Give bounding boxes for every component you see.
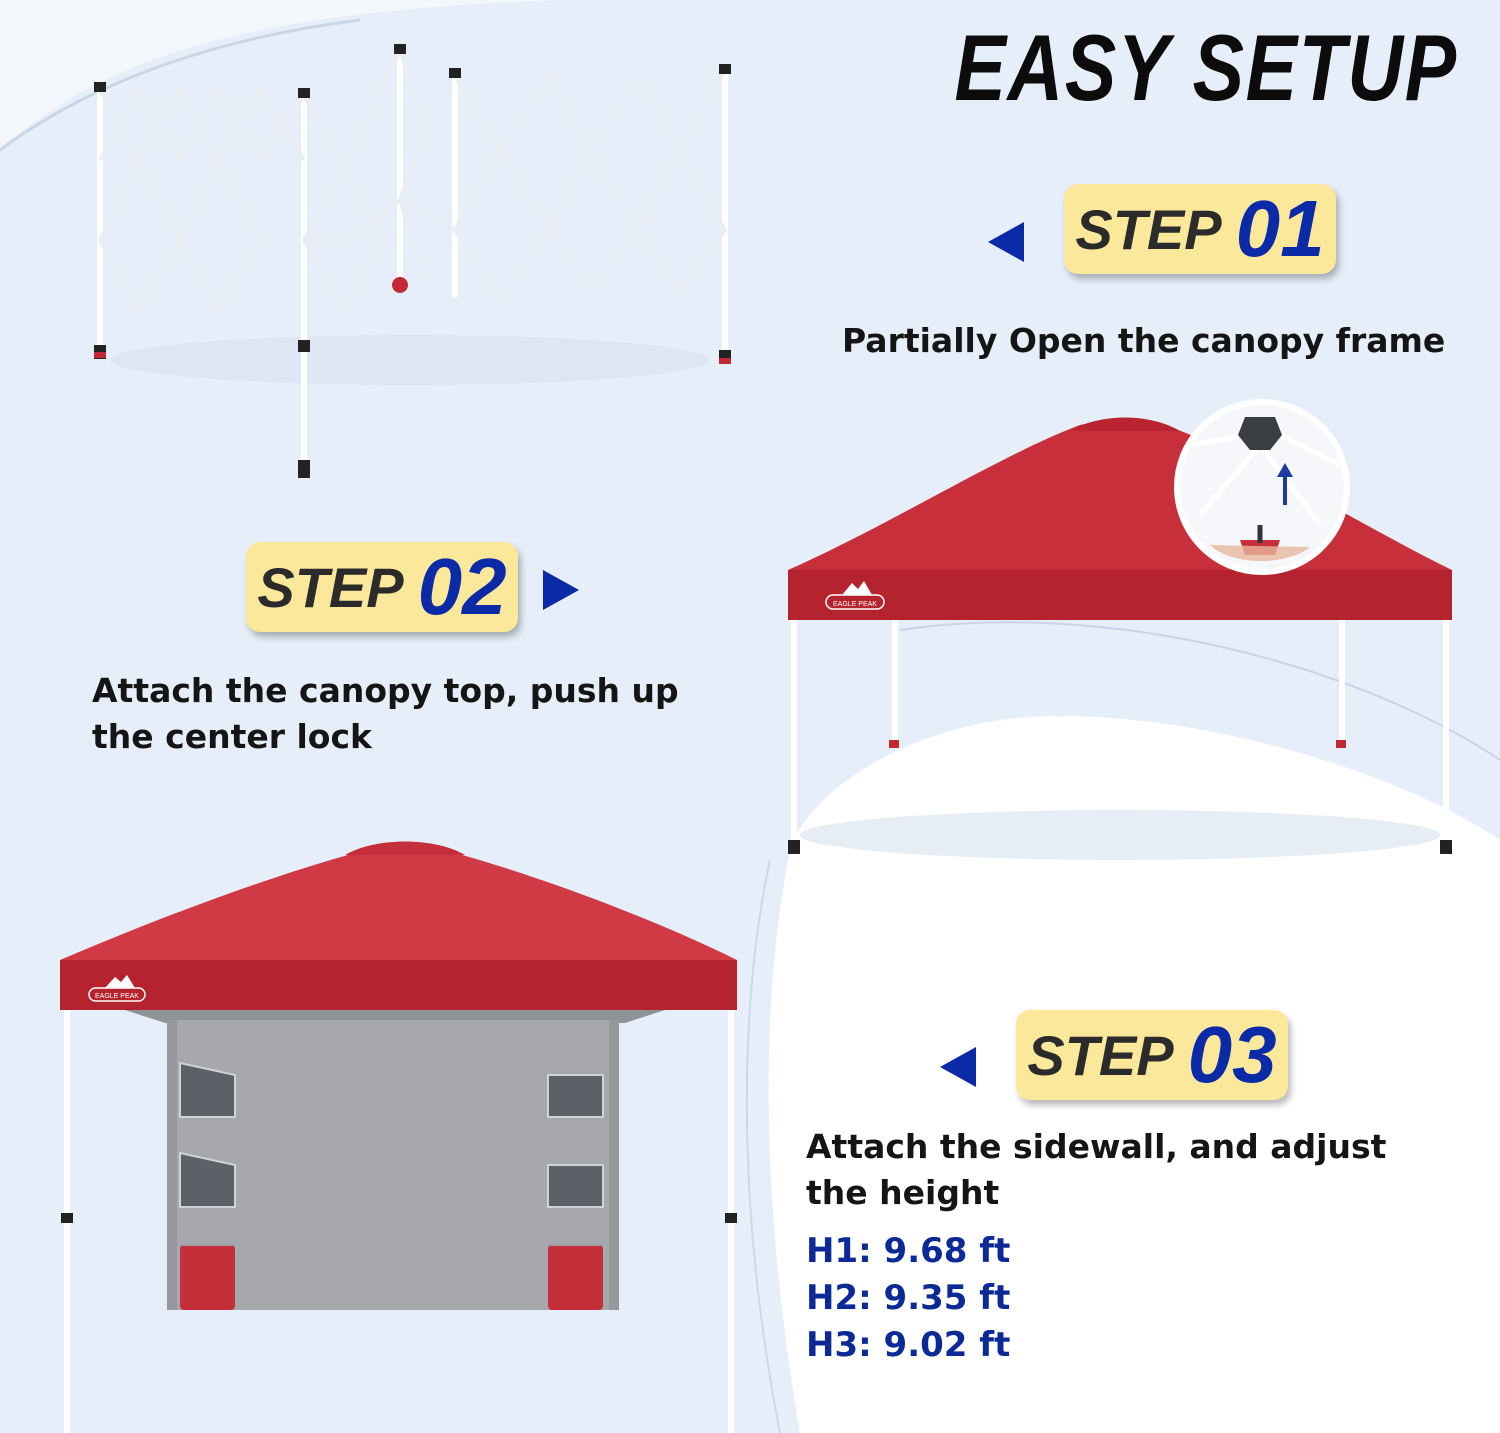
step-03-word: STEP: [1027, 1023, 1174, 1087]
page-title: EASY SETUP: [954, 15, 1458, 120]
canopy-with-sidewall-illustration: EAGLE PEAK: [60, 841, 737, 1433]
step-02-word: STEP: [257, 555, 404, 619]
sidewall-panel: [167, 1020, 619, 1310]
height-specs: H1: 9.68 ft H2: 9.35 ft H3: 9.02 ft: [806, 1228, 1010, 1369]
step-02-caption-line1: Attach the canopy top, push up: [92, 671, 679, 710]
step-02-number: 02: [417, 542, 507, 631]
step-02-badge: STEP 02: [246, 542, 518, 632]
height-h1: H1: 9.68 ft: [806, 1231, 1011, 1271]
height-h2: H2: 9.35 ft: [806, 1278, 1011, 1318]
step-arrow-right-icon: [543, 570, 579, 610]
step-03-badge: STEP 03: [1016, 1010, 1288, 1100]
step-arrow-left-icon: [988, 222, 1024, 262]
step-01-number: 01: [1235, 184, 1325, 273]
center-lock-arrow-icon: [1277, 463, 1293, 505]
step-03-number: 03: [1187, 1010, 1277, 1099]
partially-open-frame-illustration: [94, 44, 731, 478]
step-03-caption-line1: Attach the sidewall, and adjust: [806, 1127, 1387, 1166]
canopy-brand-text: EAGLE PEAK: [95, 993, 139, 1000]
step-02-caption-line2: the center lock: [92, 717, 372, 756]
eagle-peak-logo: [825, 581, 885, 610]
center-lock-detail-inset: [1174, 399, 1350, 575]
canopy-attached-illustration: EAGLE PEAK: [788, 399, 1452, 860]
canopy-brand-text: EAGLE PEAK: [833, 601, 877, 608]
step-02-caption: Attach the canopy top, push up the cente…: [92, 668, 679, 760]
eagle-peak-logo: [88, 975, 146, 1002]
step-01-caption: Partially Open the canopy frame: [842, 321, 1446, 360]
step-03-caption: Attach the sidewall, and adjust the heig…: [806, 1124, 1386, 1216]
step-01-badge: STEP 01: [1064, 184, 1336, 274]
step-arrow-left-icon: [940, 1047, 976, 1087]
step-03-caption-line2: the height: [806, 1173, 1000, 1212]
height-h3: H3: 9.02 ft: [806, 1325, 1011, 1365]
step-01-word: STEP: [1075, 197, 1222, 261]
